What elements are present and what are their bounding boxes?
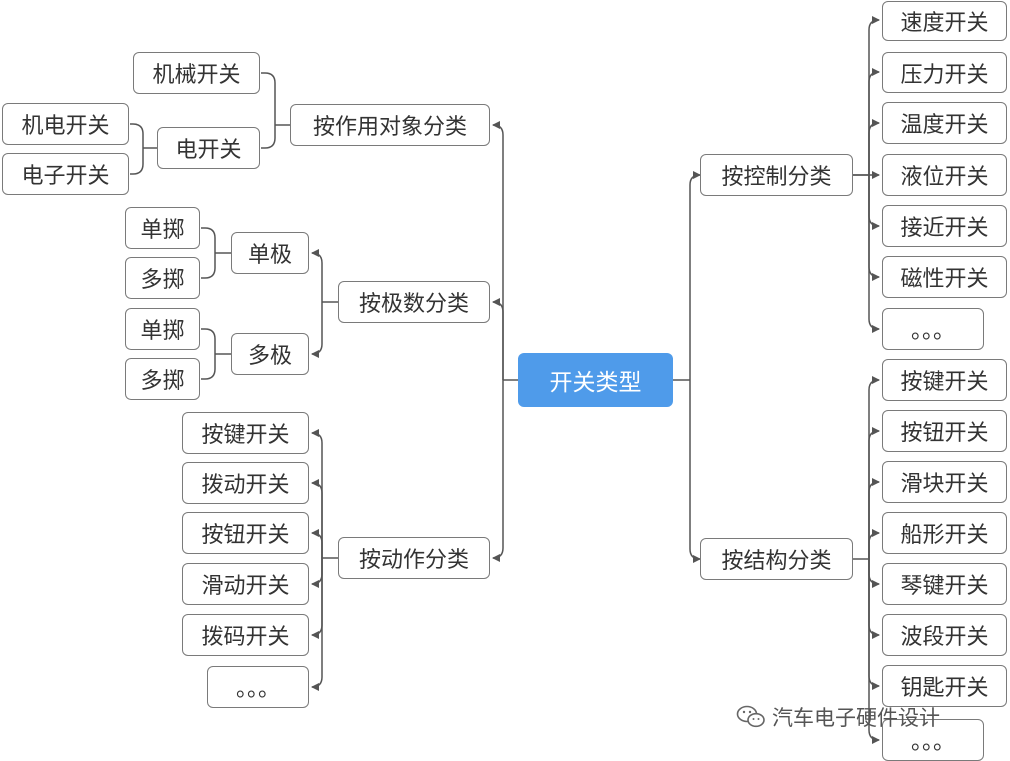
link-sp-mt — [201, 253, 216, 279]
link-structure-4 — [868, 529, 880, 559]
action-item-node[interactable]: 滑动开关 — [182, 563, 309, 605]
electromechanical-switch-node[interactable]: 机电开关 — [2, 103, 129, 145]
control-more-node[interactable]: 。。。 — [882, 308, 984, 350]
wechat-icon — [736, 704, 766, 730]
link-structure-8 — [868, 559, 880, 744]
structure-item-node[interactable]: 按钮开关 — [882, 410, 1007, 452]
control-item-node[interactable]: 温度开关 — [882, 102, 1007, 144]
link-by-control — [689, 171, 701, 380]
link-control-1 — [868, 16, 880, 175]
single-pole-node[interactable]: 单极 — [231, 232, 309, 274]
action-item-node[interactable]: 按键开关 — [182, 412, 309, 454]
link-control-7 — [868, 175, 880, 333]
link-sp-st — [201, 227, 216, 253]
control-item-node[interactable]: 速度开关 — [882, 1, 1007, 41]
multi-pole-multi-throw-node[interactable]: 多掷 — [125, 358, 200, 400]
link-structure-5 — [868, 559, 880, 588]
link-electromechanical — [130, 123, 144, 148]
structure-item-node[interactable]: 按键开关 — [882, 359, 1007, 401]
link-control-5 — [868, 175, 880, 230]
mechanical-switch-node[interactable]: 机械开关 — [133, 52, 260, 94]
link-mp-st — [201, 328, 216, 354]
link-by-object — [492, 121, 504, 380]
control-item-node[interactable]: 接近开关 — [882, 205, 1007, 247]
electronic-switch-node[interactable]: 电子开关 — [2, 153, 129, 195]
single-pole-single-throw-node[interactable]: 单掷 — [125, 207, 200, 249]
by-object-node[interactable]: 按作用对象分类 — [290, 104, 490, 146]
link-electric — [261, 125, 276, 149]
structure-item-node[interactable]: 波段开关 — [882, 614, 1007, 656]
multi-pole-node[interactable]: 多极 — [231, 333, 309, 375]
by-action-node[interactable]: 按动作分类 — [338, 537, 490, 579]
link-control-2 — [868, 68, 880, 175]
link-by-structure — [689, 380, 701, 563]
link-mp-mt — [201, 354, 216, 380]
action-item-node[interactable]: 拨动开关 — [182, 462, 309, 504]
control-item-node[interactable]: 液位开关 — [882, 154, 1007, 196]
link-action-6 — [311, 558, 323, 691]
by-control-node[interactable]: 按控制分类 — [700, 154, 853, 196]
action-more-node[interactable]: 。。。 — [207, 666, 309, 708]
watermark-text: 汽车电子硬件设计 — [772, 706, 940, 730]
single-pole-multi-throw-node[interactable]: 多掷 — [125, 257, 200, 299]
multi-pole-single-throw-node[interactable]: 单掷 — [125, 308, 200, 350]
action-item-node[interactable]: 按钮开关 — [182, 512, 309, 554]
root-node[interactable]: 开关类型 — [518, 353, 673, 407]
structure-item-node[interactable]: 钥匙开关 — [882, 665, 1007, 707]
link-mechanical — [261, 72, 276, 125]
link-structure-6 — [868, 559, 880, 639]
electric-switch-node[interactable]: 电开关 — [157, 127, 260, 169]
link-by-action — [492, 380, 504, 562]
structure-item-node[interactable]: 滑块开关 — [882, 461, 1007, 503]
action-item-node[interactable]: 拨码开关 — [182, 614, 309, 656]
link-action-3 — [311, 529, 323, 558]
structure-item-node[interactable]: 琴键开关 — [882, 563, 1007, 605]
watermark: 汽车电子硬件设计 — [736, 702, 940, 732]
link-by-pole — [492, 298, 504, 380]
link-structure-7 — [868, 559, 880, 690]
link-control-3 — [868, 119, 880, 175]
link-electronic — [130, 148, 144, 175]
link-action-4 — [311, 558, 323, 588]
link-structure-3 — [868, 478, 880, 559]
link-structure-1 — [868, 376, 880, 559]
structure-item-node[interactable]: 船形开关 — [882, 512, 1007, 554]
structure-more-node[interactable]: 。。。 — [882, 719, 984, 761]
by-pole-node[interactable]: 按极数分类 — [338, 281, 490, 323]
link-structure-2 — [868, 427, 880, 559]
control-item-node[interactable]: 压力开关 — [882, 52, 1007, 93]
control-item-node[interactable]: 磁性开关 — [882, 256, 1007, 298]
link-action-2 — [311, 479, 323, 558]
link-multi-pole — [311, 302, 323, 358]
link-action-5 — [311, 558, 323, 639]
link-action-1 — [311, 429, 323, 558]
by-structure-node[interactable]: 按结构分类 — [700, 538, 853, 580]
link-single-pole — [311, 249, 323, 302]
